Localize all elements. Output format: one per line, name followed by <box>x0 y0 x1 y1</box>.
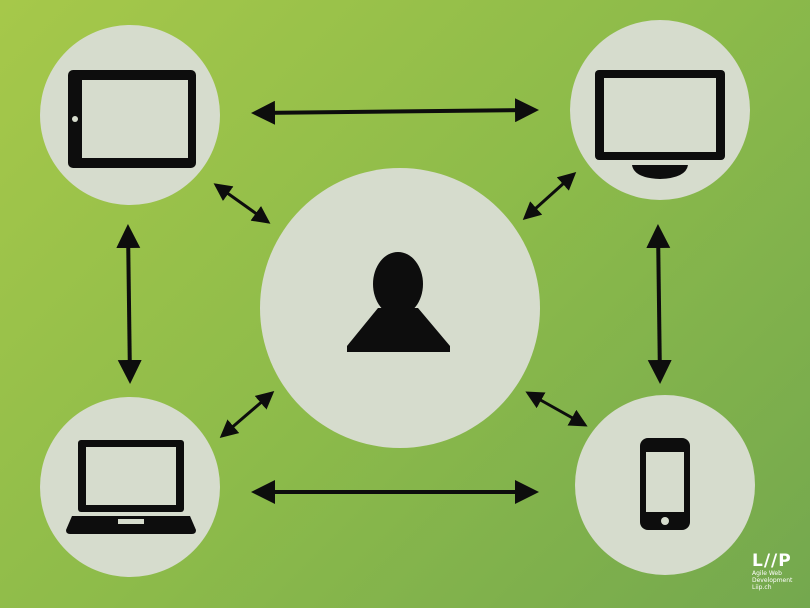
arrow-tablet-laptop <box>116 224 142 384</box>
logo-line3: Liip.ch <box>752 584 772 591</box>
user-icon <box>347 252 450 352</box>
laptop-icon <box>66 440 196 534</box>
arrow-user-laptop <box>219 391 275 438</box>
arrow-monitor-phone <box>646 224 672 384</box>
monitor-icon <box>595 70 725 179</box>
liip-logo: L//P Agile Web Development Liip.ch <box>752 552 792 591</box>
logo-line2: Development <box>752 577 793 584</box>
phone-icon <box>640 438 690 530</box>
logo-line1: Agile Web <box>752 570 782 577</box>
arrow-user-tablet <box>213 183 271 224</box>
arrow-tablet-monitor <box>251 98 539 125</box>
arrow-user-phone <box>525 391 588 427</box>
tablet-icon <box>68 70 196 168</box>
arrow-user-monitor <box>522 171 577 221</box>
logo-mark: L//P <box>752 551 792 571</box>
